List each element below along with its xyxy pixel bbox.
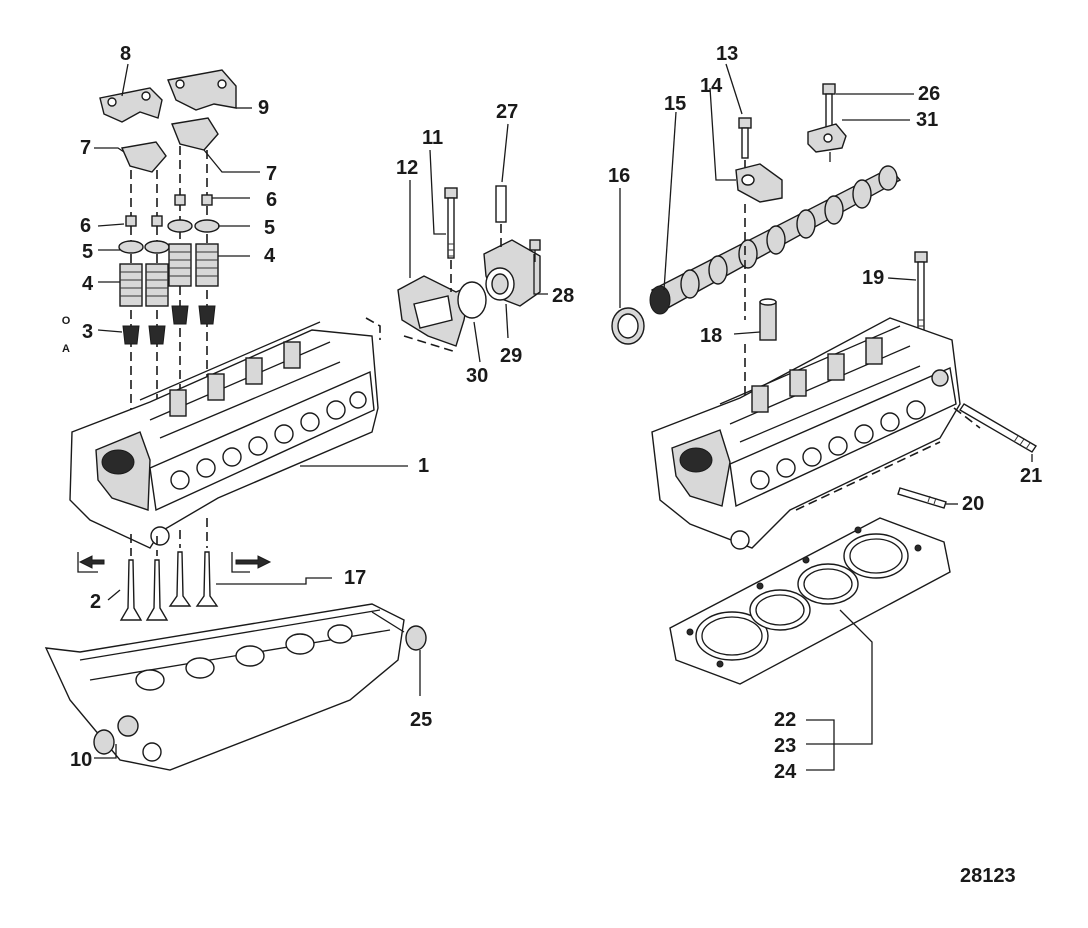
- cylinder-head-1[interactable]: [69, 321, 379, 549]
- callout-10: 10: [70, 749, 92, 771]
- follower-7-left[interactable]: [120, 141, 167, 173]
- head-bolt-19[interactable]: [914, 251, 928, 335]
- cylinder-head-assembly-right: [651, 317, 961, 550]
- housing-29[interactable]: [483, 239, 541, 307]
- callout-6-left: 6: [80, 215, 91, 237]
- callout-5-left: 5: [82, 241, 93, 263]
- rocker-arm-9[interactable]: [167, 69, 237, 111]
- callout-7-right: 7: [266, 163, 277, 185]
- plug-25[interactable]: [371, 611, 427, 651]
- callout-30: 30: [466, 365, 488, 387]
- lifter-18[interactable]: [759, 298, 777, 341]
- cylinder-head-underside-view: [44, 603, 405, 771]
- camshaft-15[interactable]: [649, 165, 902, 315]
- callout-25: 25: [410, 709, 432, 731]
- callout-13: 13: [716, 43, 738, 65]
- callout-3: 3: [82, 321, 93, 343]
- callout-5-right: 5: [264, 217, 275, 239]
- bolt-11[interactable]: [444, 187, 458, 292]
- callout-15: 15: [664, 93, 686, 115]
- callout-21: 21: [1020, 465, 1042, 487]
- callout-19: 19: [862, 267, 884, 289]
- plug-10[interactable]: [93, 729, 115, 755]
- callout-28: 28: [552, 285, 574, 307]
- bolt-26[interactable]: [822, 83, 836, 129]
- camshaft-seal-16[interactable]: [611, 307, 645, 345]
- valve-keepers-6[interactable]: [125, 194, 213, 227]
- callout-23: 23: [774, 735, 796, 757]
- follower-7-right[interactable]: [171, 117, 219, 151]
- valves-2[interactable]: [119, 518, 219, 621]
- callout-18: 18: [700, 325, 722, 347]
- valve-stem-seals-3[interactable]: [122, 305, 216, 345]
- callout-22: 22: [774, 709, 796, 731]
- head-gasket-22-24[interactable]: [669, 517, 951, 685]
- bracket-12[interactable]: [397, 275, 471, 347]
- callout-12: 12: [396, 157, 418, 179]
- callout-8: 8: [120, 43, 131, 65]
- callout-24: 24: [774, 761, 797, 783]
- callout-14: 14: [700, 75, 723, 97]
- callout-27: 27: [496, 101, 518, 123]
- orientation-mark-o: O: [62, 315, 71, 327]
- callout-labels: 1 2 3 4 4 5 5 6 6 7 7 8 9 10 11 12 13 14…: [70, 43, 1042, 783]
- bracket-31[interactable]: [807, 123, 847, 162]
- callout-11: 11: [422, 127, 443, 149]
- thrust-plate-14[interactable]: [735, 163, 783, 203]
- callout-26: 26: [918, 83, 940, 105]
- stud-20[interactable]: [897, 487, 947, 509]
- leader-lines: [94, 63, 1033, 771]
- stud-21[interactable]: [959, 403, 1037, 453]
- callout-16: 16: [608, 165, 630, 187]
- callout-1: 1: [418, 455, 429, 477]
- dowel-27[interactable]: [495, 185, 507, 250]
- callout-29: 29: [500, 345, 522, 367]
- callout-20: 20: [962, 493, 984, 515]
- callout-6-right: 6: [266, 189, 277, 211]
- o-ring-30[interactable]: [457, 281, 487, 319]
- callout-2: 2: [90, 591, 101, 613]
- callout-4-right: 4: [264, 245, 276, 267]
- callout-17: 17: [344, 567, 366, 589]
- callout-7-left: 7: [80, 137, 91, 159]
- intake-arrow: [231, 552, 272, 573]
- callout-31: 31: [916, 109, 938, 131]
- valvetrain-stack: [99, 69, 237, 410]
- callout-9: 9: [258, 97, 269, 119]
- exhaust-arrow: [77, 552, 105, 573]
- figure-number: 28123: [960, 865, 1016, 887]
- screw-28[interactable]: [529, 239, 541, 262]
- callout-4-left: 4: [82, 273, 94, 295]
- valve-springs-4[interactable]: [119, 243, 219, 307]
- orientation-mark-a: A: [62, 343, 70, 355]
